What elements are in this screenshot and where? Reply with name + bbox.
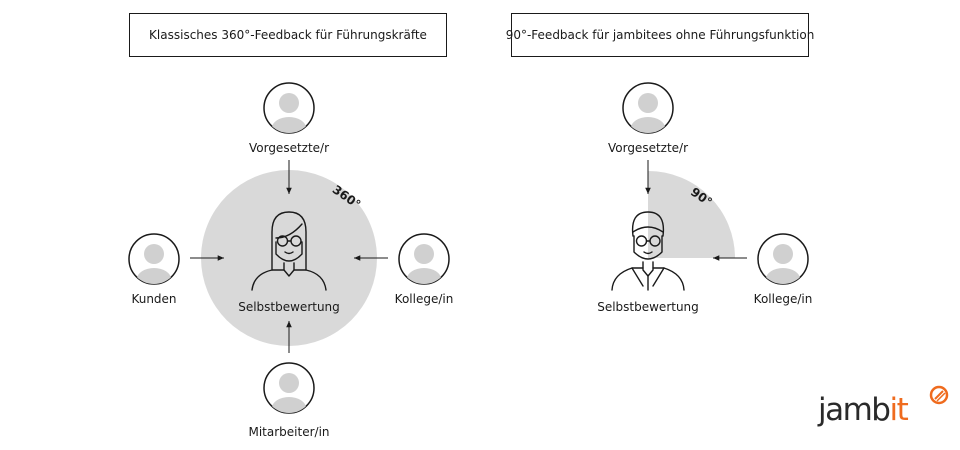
avatar-right-right — [758, 234, 808, 290]
label-top-left: Vorgesetzte/r — [248, 141, 330, 155]
label-top-right: Vorgesetzte/r — [607, 141, 689, 155]
avatar-left-left — [129, 234, 179, 290]
jambit-logo: jambit — [818, 392, 909, 428]
title-box-right: 90°-Feedback für jambitees ohne Führungs… — [506, 13, 814, 57]
sector-90 — [648, 171, 735, 258]
label-bottom-left: Mitarbeiter/in — [248, 425, 330, 439]
title-box-left: Klassisches 360°-Feedback für Führungskr… — [129, 13, 447, 57]
label-right-left: Kollege/in — [394, 292, 454, 306]
avatar-right-left — [399, 234, 449, 290]
label-right-right: Kollege/in — [753, 292, 813, 306]
label-center-right: Selbstbewertung — [597, 300, 699, 314]
logo-part2: it — [889, 392, 909, 428]
avatar-top-right — [623, 83, 673, 139]
logo-part1: jamb — [818, 392, 891, 428]
avatar-top-left — [264, 83, 314, 139]
title-left: Klassisches 360°-Feedback für Führungskr… — [149, 28, 427, 42]
male-person-icon — [611, 211, 685, 291]
sector-360 — [201, 170, 377, 346]
jambit-logo-icon — [929, 385, 949, 405]
female-person-icon — [251, 211, 327, 291]
label-center-left: Selbstbewertung — [238, 300, 340, 314]
avatar-bottom-left — [264, 363, 314, 419]
label-left-left: Kunden — [131, 292, 177, 306]
title-right: 90°-Feedback für jambitees ohne Führungs… — [505, 28, 815, 42]
